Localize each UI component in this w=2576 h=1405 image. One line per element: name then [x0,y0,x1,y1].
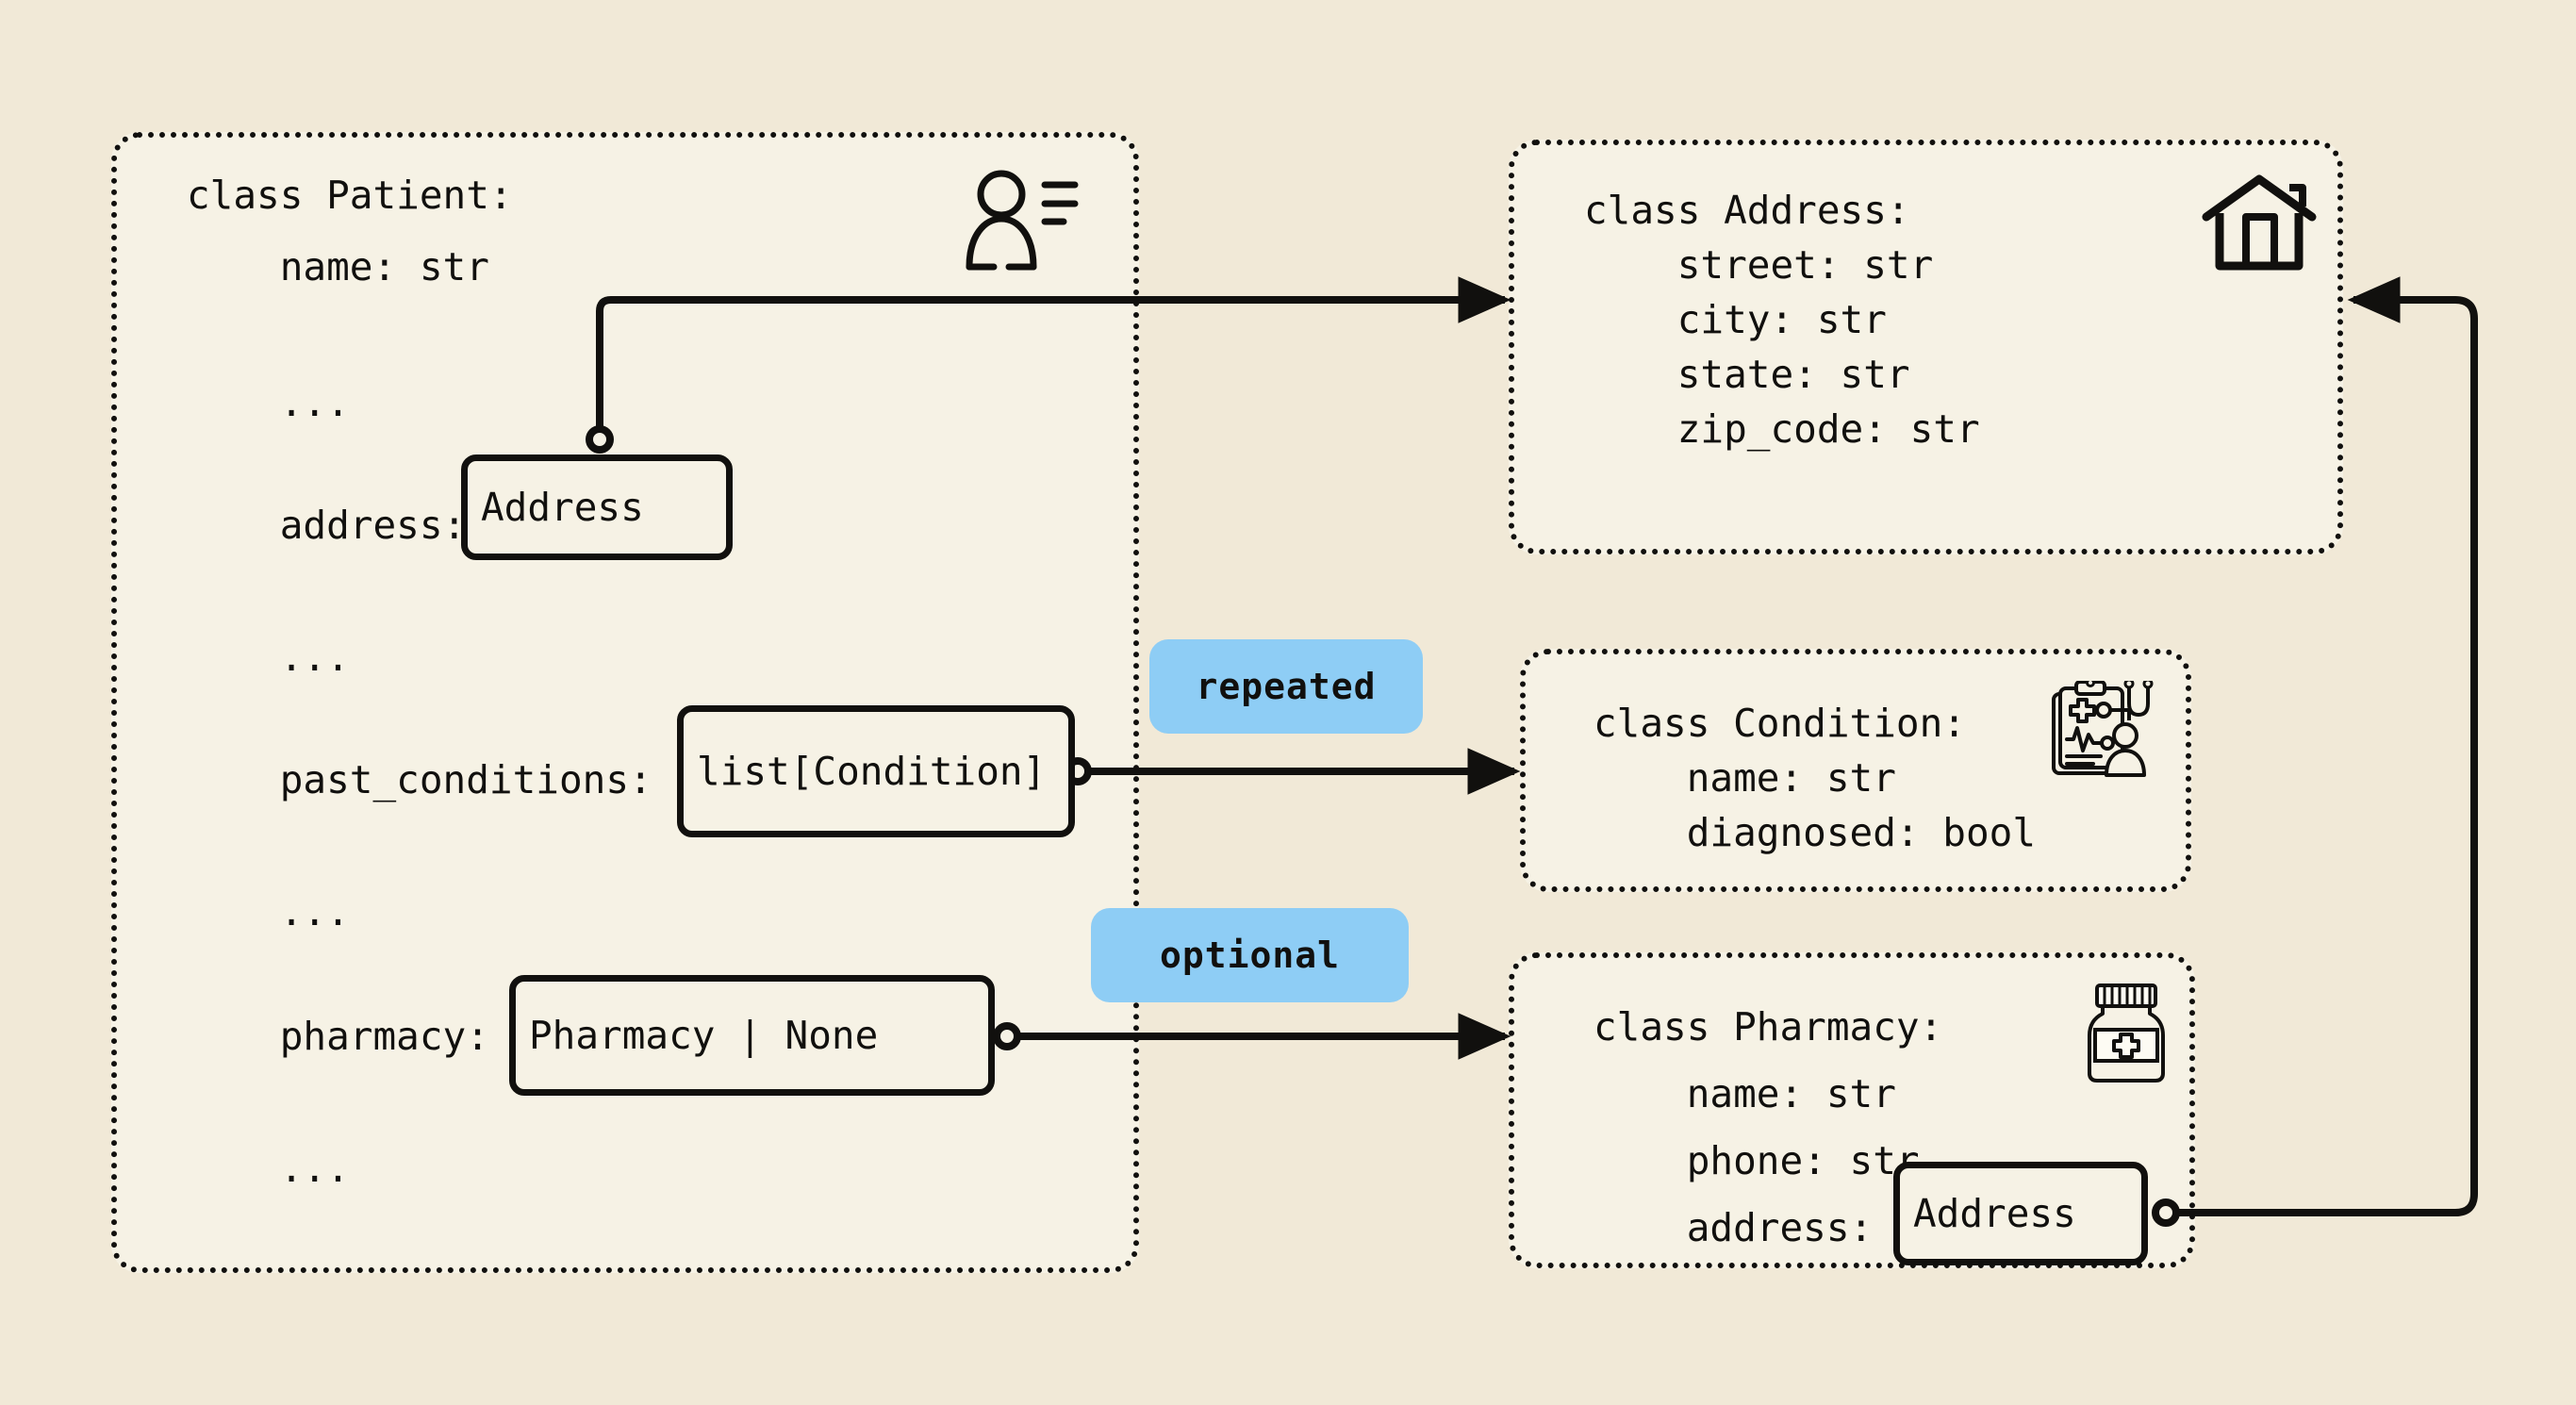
type-highlight-pharmacy-address[interactable]: Address [1893,1162,2148,1265]
patient-ellipsis-1: ... [187,380,350,425]
patient-field-address-label: address: [187,503,467,548]
pharmacy-field-address-label: address: [1593,1205,1874,1250]
patient-field-name: name: str [187,244,489,289]
medical-clipboard-icon [2052,681,2154,777]
address-field-city: city: str [1584,297,1887,342]
patient-field-pharmacy-label: pharmacy: [187,1014,489,1059]
type-highlight-pharmacy[interactable]: Pharmacy | None [509,975,995,1096]
patient-class-header: class Patient: [187,173,513,218]
patient-ellipsis-3: ... [187,889,350,934]
pharmacy-field-name: name: str [1593,1071,1896,1116]
pill-bottle-icon [2088,984,2165,1083]
patient-ellipsis-4: ... [187,1146,350,1191]
type-highlight-patient-address[interactable]: Address [461,455,733,560]
pharmacy-field-phone: phone: str [1593,1138,1920,1183]
type-highlight-past-conditions[interactable]: list[Condition] [677,705,1075,837]
condition-class-header: class Condition: [1593,701,1966,746]
condition-field-name: name: str [1593,755,1896,801]
address-field-state: state: str [1584,352,1910,397]
patient-field-past-conditions-label: past_conditions: [187,757,652,802]
class-box-patient [111,132,1139,1273]
pharmacy-class-header: class Pharmacy: [1593,1004,1943,1050]
patient-ellipsis-2: ... [187,635,350,680]
badge-optional: optional [1091,908,1409,1002]
address-class-header: class Address: [1584,188,1910,233]
badge-repeated: repeated [1149,639,1423,734]
house-icon [2202,174,2317,271]
address-field-zip-code: zip_code: str [1584,406,1980,452]
address-field-street: street: str [1584,242,1934,288]
condition-field-diagnosed: diagnosed: bool [1593,810,2036,855]
person-record-icon [966,170,1079,271]
